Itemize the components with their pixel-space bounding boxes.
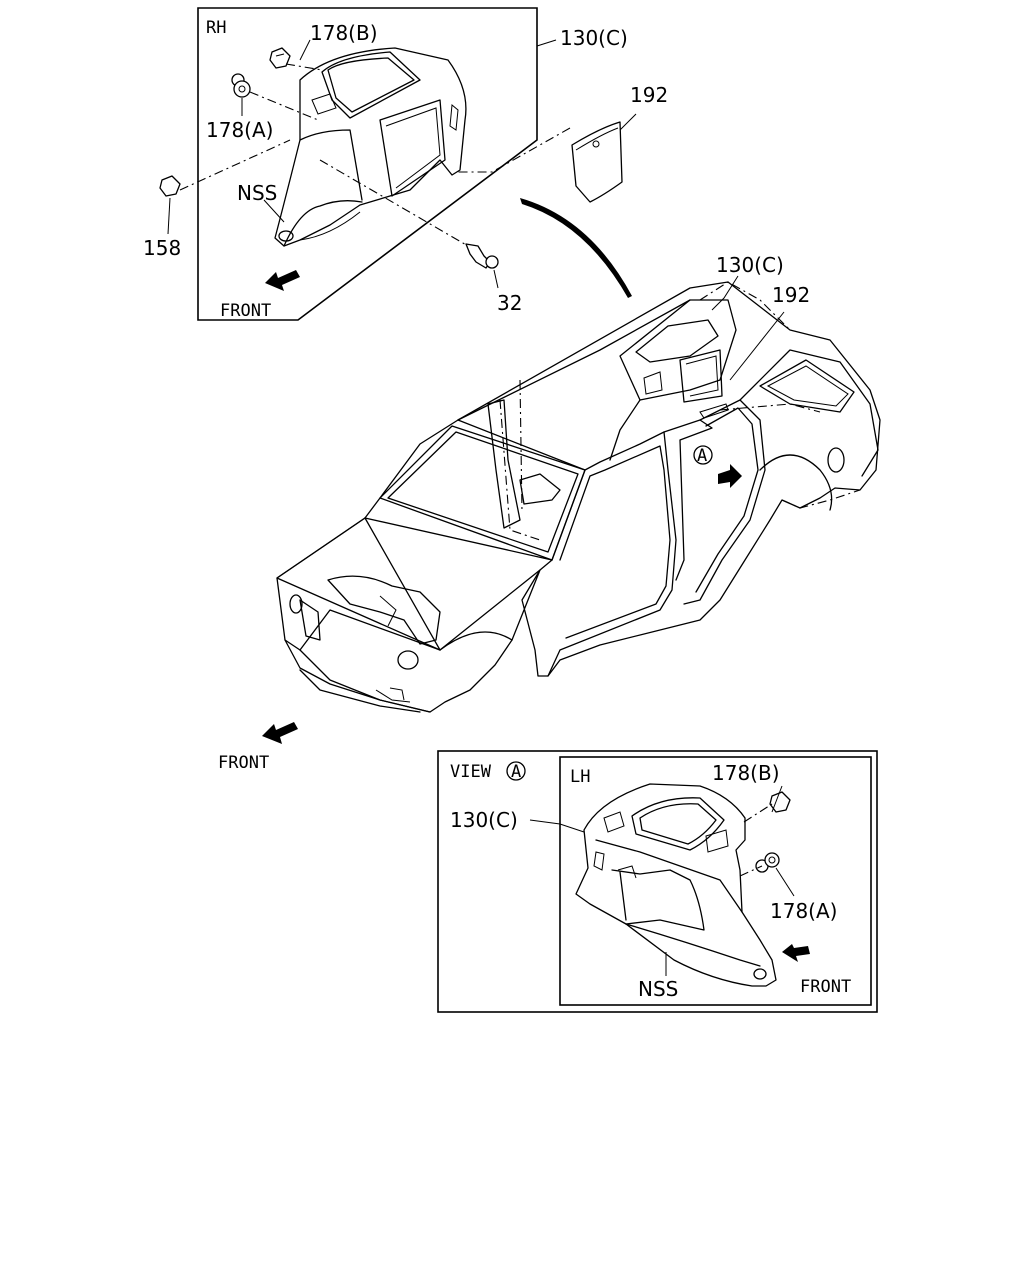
rh-callout-130c: 130(C) (560, 26, 628, 50)
rh-inset: RH (143, 7, 628, 321)
view-a-title-circle-icon (506, 761, 526, 781)
body-callout-130c: 130(C) (716, 253, 784, 277)
clip-178b-icon (269, 47, 291, 69)
clip-178a-icon (231, 73, 251, 98)
rh-callout-178a: 178(A) (206, 118, 273, 142)
lh-clip-178b-icon (769, 791, 791, 813)
lh-quarter-trim-panel (575, 783, 777, 987)
rh-front-label: FRONT (220, 301, 271, 321)
rh-inset-frame (197, 7, 538, 321)
view-a-outer-frame (437, 750, 878, 1013)
lh-clip-178a-icon (755, 852, 780, 873)
rh-front-arrow-icon (265, 270, 300, 291)
rh-callout-32: 32 (497, 291, 522, 315)
lh-callout-nss: NSS (638, 977, 678, 1001)
body-callout-192: 192 (772, 283, 810, 307)
lh-front-arrow-icon (782, 944, 810, 962)
lh-front-label: FRONT (800, 977, 851, 997)
view-a-arrow-icon (718, 464, 742, 488)
body-front-label: FRONT (218, 753, 269, 773)
callout-192-top: 192 (630, 83, 668, 107)
rh-callout-178b: 178(B) (310, 21, 378, 45)
lh-side-tag: LH (570, 767, 590, 787)
view-a-inset: VIEW A LH (437, 750, 878, 1013)
view-a-marker-icon (693, 445, 713, 465)
lh-callout-178b: 178(B) (712, 761, 780, 785)
curved-pointer-arrow-icon (520, 198, 632, 298)
clip-158-icon (159, 175, 181, 197)
vehicle-body: A 130(C) 192 (276, 253, 881, 713)
screw-32-icon (465, 243, 499, 269)
body-front-arrow-icon (262, 722, 298, 744)
rh-quarter-trim-panel (274, 47, 467, 247)
lh-callout-130c: 130(C) (450, 808, 518, 832)
view-a-title-word: VIEW (450, 762, 492, 782)
view-a-inner-frame (559, 756, 872, 1006)
body-front-indicator: FRONT (218, 722, 298, 773)
body-view-marker-letter: A (697, 446, 707, 466)
rh-callout-nss: NSS (237, 181, 277, 205)
lh-callout-178a: 178(A) (770, 899, 837, 923)
rh-side-tag: RH (206, 18, 226, 38)
view-a-title-letter: A (511, 762, 521, 782)
cover-192: 192 (456, 83, 668, 203)
rh-callout-158: 158 (143, 236, 181, 260)
